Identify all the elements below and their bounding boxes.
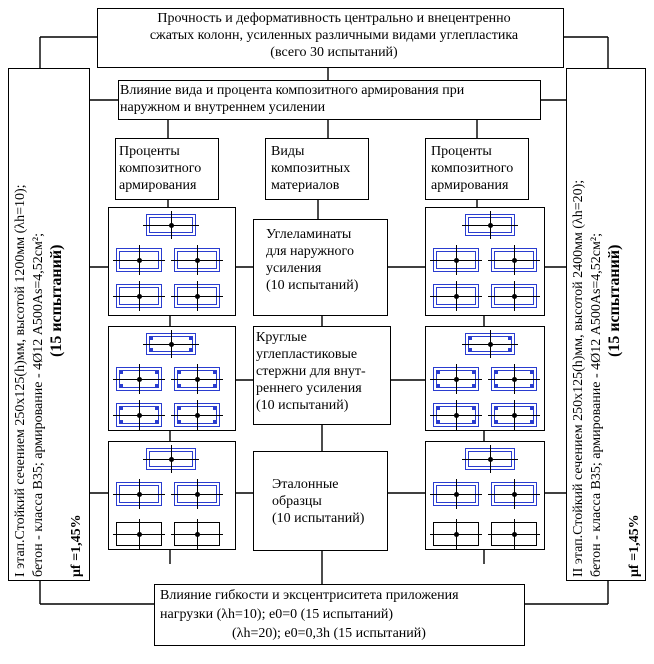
header-left-box [115,138,219,200]
reference-box [253,451,388,551]
bottom-box [154,584,525,646]
influence-box-text: Влияние вида и процента композитного арм… [120,83,465,115]
sections-rods-right [425,326,545,431]
stage-one-text: I этап.Стойкий сечением 250x125(h)мм, вы… [13,184,84,577]
header-center-text: Виды композитных материалов [271,144,351,193]
stage-one-box [8,68,90,581]
reference-text: Эталонные образцы (10 испытаний) [272,477,365,526]
header-right-box [425,138,529,200]
header-left-text: Проценты композитного армирования [119,144,202,193]
stage-two-text: II этап.Стойкий сечением 250x125(h)мм, в… [571,179,642,577]
influence-box [118,80,541,120]
rods-box [253,326,391,425]
laminates-text: Углеламинаты для наружного усиления (10 … [266,227,359,293]
laminates-box [253,219,388,316]
top-box [97,8,564,68]
bottom-line-1: Влияние гибкости и эксцентриситета прило… [160,588,459,603]
top-box-text: Прочность и деформативность центрально и… [149,11,519,60]
stage-two-box [566,68,646,581]
rods-text: Круглые углепластиковые стержни для внут… [256,330,366,413]
header-center-box [265,138,369,200]
bottom-line-2: нагрузки (λh=10); e0=0 (15 испытаний) [160,607,394,622]
header-right-text: Проценты композитного армирования [431,144,514,193]
bottom-line-3: (λh=20); e0=0,3h (15 испытаний) [232,626,426,641]
